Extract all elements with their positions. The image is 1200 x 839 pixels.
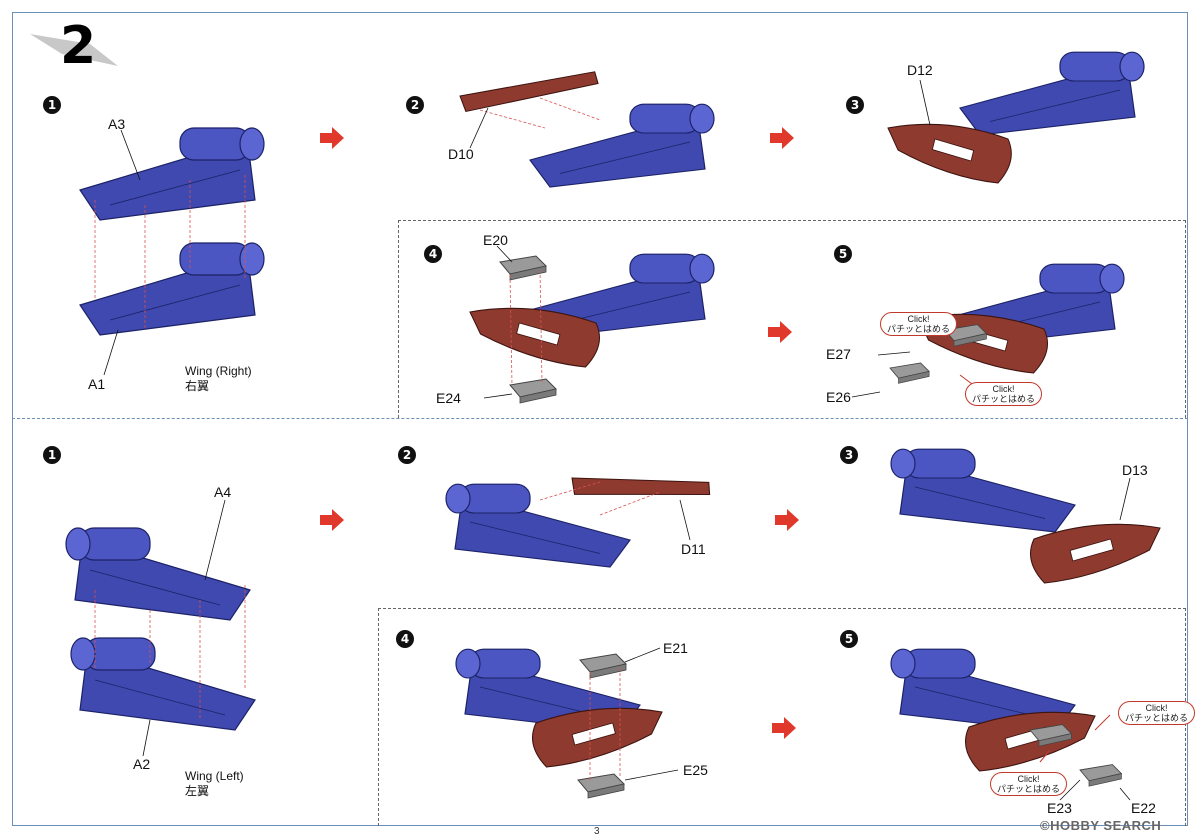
right-step4-bracket-bottom (509, 378, 557, 404)
click-label: Click! (1017, 774, 1040, 784)
part-label-a2: A2 (133, 756, 151, 772)
left-step1-number: 1 (43, 446, 61, 464)
left-click-callout-2: Click!パチッとはめる (990, 772, 1068, 797)
left-step2-number: 2 (398, 446, 416, 464)
left-step4-bracket-bottom (577, 773, 625, 799)
right-step1-number: 1 (43, 96, 61, 114)
left-arrow-1 (320, 509, 344, 531)
right-click-callout-1: Click!パチッとはめる (880, 312, 958, 337)
left-step5-cap (1079, 764, 1122, 787)
click-jp-label: パチッとはめる (1125, 713, 1189, 723)
left-arrow-3 (772, 717, 796, 739)
right-step2-number: 2 (406, 96, 424, 114)
right-substep-box (398, 220, 1186, 418)
page-frame (12, 12, 1188, 826)
right-step3-wing (959, 51, 1145, 136)
right-step2-wing (529, 103, 715, 188)
left-step4-bracket-top (579, 653, 627, 679)
right-step4-bracket-top (499, 255, 547, 281)
click-jp-label: パチッとはめる (972, 394, 1036, 404)
left-wing-caption-jp: 左翼 (185, 784, 210, 798)
section-divider (12, 418, 1188, 419)
right-step4-number: 4 (424, 245, 442, 263)
click-jp-label: パチッとはめる (997, 784, 1061, 794)
left-step1-lower-wing (70, 637, 256, 731)
right-arrow-3 (768, 321, 792, 343)
left-step2-flap (569, 467, 712, 509)
left-wing-caption-en: Wing (Left) (185, 769, 244, 783)
section-swoosh (30, 34, 118, 66)
left-wing-caption: Wing (Left) 左翼 (185, 769, 244, 799)
part-label-e22: E22 (1131, 800, 1156, 816)
left-arrow-2 (775, 509, 799, 531)
right-wing-caption-en: Wing (Right) (185, 364, 252, 378)
left-step3-wing (890, 448, 1076, 533)
part-label-e21: E21 (663, 640, 688, 656)
part-label-e25: E25 (683, 762, 708, 778)
part-label-a3: A3 (108, 116, 126, 132)
watermark: ©HOBBY SEARCH (1040, 818, 1162, 833)
right-wing-caption-jp: 右翼 (185, 379, 210, 393)
right-click-callout-2: Click!パチッとはめる (965, 382, 1043, 407)
part-label-e26: E26 (826, 389, 851, 405)
right-step5-cap (889, 362, 930, 384)
part-label-a4: A4 (214, 484, 232, 500)
left-step1-upper-wing (65, 527, 251, 621)
right-step5-number: 5 (834, 245, 852, 263)
left-step2-wing (445, 483, 631, 568)
right-step2-flap (458, 71, 601, 113)
left-step3-number: 3 (840, 446, 858, 464)
right-arrow-1 (320, 127, 344, 149)
left-click-callout-1: Click!パチッとはめる (1118, 701, 1196, 726)
left-step4-number: 4 (396, 630, 414, 648)
right-arrow-2 (770, 127, 794, 149)
section-number: 2 (60, 16, 97, 76)
click-jp-label: パチッとはめる (887, 324, 951, 334)
left-step5-number: 5 (840, 630, 858, 648)
part-label-e23: E23 (1047, 800, 1072, 816)
click-label: Click! (992, 384, 1015, 394)
click-label: Click! (1145, 703, 1168, 713)
part-label-e20: E20 (483, 232, 508, 248)
part-label-d10: D10 (448, 146, 474, 162)
left-step3-fence (1029, 523, 1161, 584)
right-step1-upper-wing (79, 127, 265, 221)
page-number: 3 (594, 826, 600, 837)
part-label-a1: A1 (88, 376, 106, 392)
part-label-d13: D13 (1122, 462, 1148, 478)
click-label: Click! (907, 314, 930, 324)
part-label-d12: D12 (907, 62, 933, 78)
right-step1-lower-wing (79, 242, 265, 336)
part-label-d11: D11 (681, 541, 706, 557)
part-label-e24: E24 (436, 390, 461, 406)
part-label-e27: E27 (826, 346, 851, 362)
right-wing-caption: Wing (Right) 右翼 (185, 364, 252, 394)
right-step3-number: 3 (846, 96, 864, 114)
